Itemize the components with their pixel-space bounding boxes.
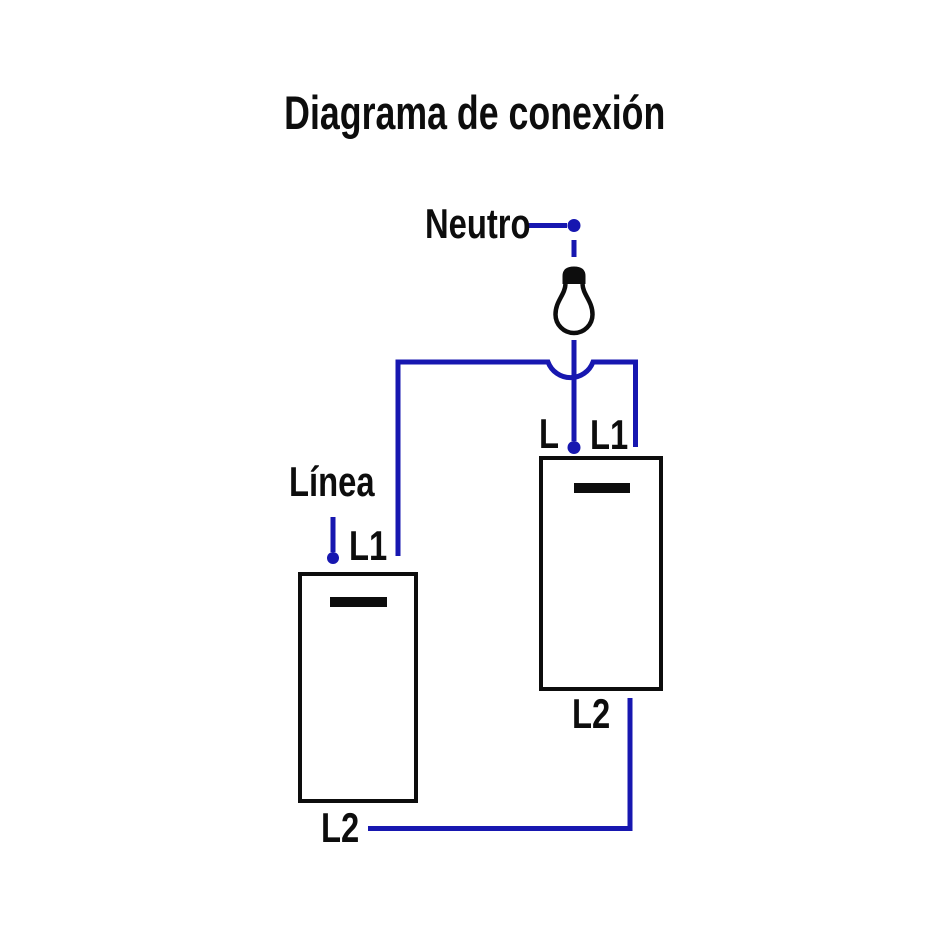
neutral-terminal-dot-icon xyxy=(567,219,581,232)
left-switch-actuator xyxy=(330,597,387,607)
right-switch-box xyxy=(539,456,663,691)
traveler-wire xyxy=(395,359,638,556)
common-terminal-dot-icon xyxy=(567,441,581,454)
right-switch-l1-label: L1 xyxy=(590,411,629,458)
page-title-text: Diagrama de conexión xyxy=(284,86,666,139)
page-title: Diagrama de conexión xyxy=(0,89,950,136)
right-switch-actuator xyxy=(574,483,630,493)
light-bulb-icon xyxy=(553,266,595,336)
line-label: Línea xyxy=(289,458,375,505)
return-wire xyxy=(368,698,633,831)
right-switch-l-label: L xyxy=(539,410,560,457)
neutral-label: Neutro xyxy=(425,200,531,247)
left-switch-l2-label: L2 xyxy=(321,804,360,851)
left-switch-box xyxy=(298,572,418,803)
bulb-base xyxy=(562,266,586,284)
bulb-glass xyxy=(553,283,595,336)
line-terminal-dot-icon xyxy=(327,552,339,564)
right-switch-l2-label: L2 xyxy=(572,690,611,737)
left-switch-l1-label: L1 xyxy=(349,522,388,569)
